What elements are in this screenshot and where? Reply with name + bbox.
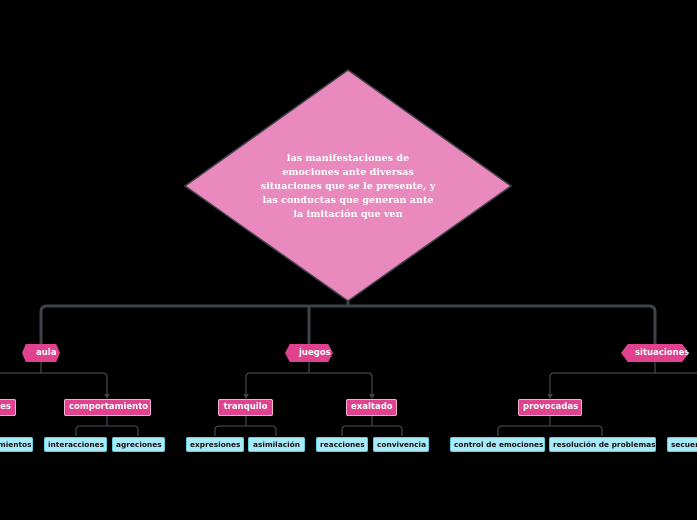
leaf-asimilacion[interactable]: asimilación bbox=[248, 437, 305, 452]
topic-juegos[interactable]: juegos bbox=[285, 344, 333, 362]
subtopic-tranquilo[interactable]: tranquilo bbox=[218, 399, 273, 416]
leaf-convivencia[interactable]: convivencia bbox=[373, 437, 429, 452]
juegos-connector bbox=[245, 362, 373, 398]
leaf-resolucion-de-problemas[interactable]: resolución de problemas bbox=[549, 437, 656, 452]
leaf-interacciones[interactable]: interacciones bbox=[44, 437, 107, 452]
root-diamond bbox=[183, 69, 513, 302]
root-topic[interactable]: las manifestaciones de emociones ante di… bbox=[260, 153, 436, 220]
subtopic-provocadas[interactable]: provocadas bbox=[518, 399, 582, 416]
leaf-agreciones[interactable]: agreciones bbox=[112, 437, 165, 452]
subtopic-es[interactable]: es bbox=[0, 399, 16, 416]
tranquilo-connector bbox=[214, 414, 277, 436]
topic-aula[interactable]: aula bbox=[22, 344, 60, 362]
leaf-control-de-emociones[interactable]: control de emociones bbox=[450, 437, 545, 452]
leaf-expresiones[interactable]: expresiones bbox=[186, 437, 244, 452]
topic-situaciones[interactable]: situaciones bbox=[621, 344, 689, 362]
leaf-secuen[interactable]: secuen bbox=[667, 437, 697, 452]
comportamiento-connector bbox=[75, 414, 139, 436]
leaf-reacciones[interactable]: reacciones bbox=[316, 437, 368, 452]
aula-connector bbox=[0, 362, 108, 398]
leaf-mientos[interactable]: mientos bbox=[0, 437, 33, 452]
provocadas-connector bbox=[497, 414, 603, 436]
situaciones-connector bbox=[549, 362, 697, 398]
subtopic-comportamiento[interactable]: comportamiento bbox=[64, 399, 151, 416]
exaltado-connector bbox=[341, 414, 403, 436]
subtopic-exaltado[interactable]: exaltado bbox=[346, 399, 397, 416]
root-connector bbox=[39, 299, 657, 345]
